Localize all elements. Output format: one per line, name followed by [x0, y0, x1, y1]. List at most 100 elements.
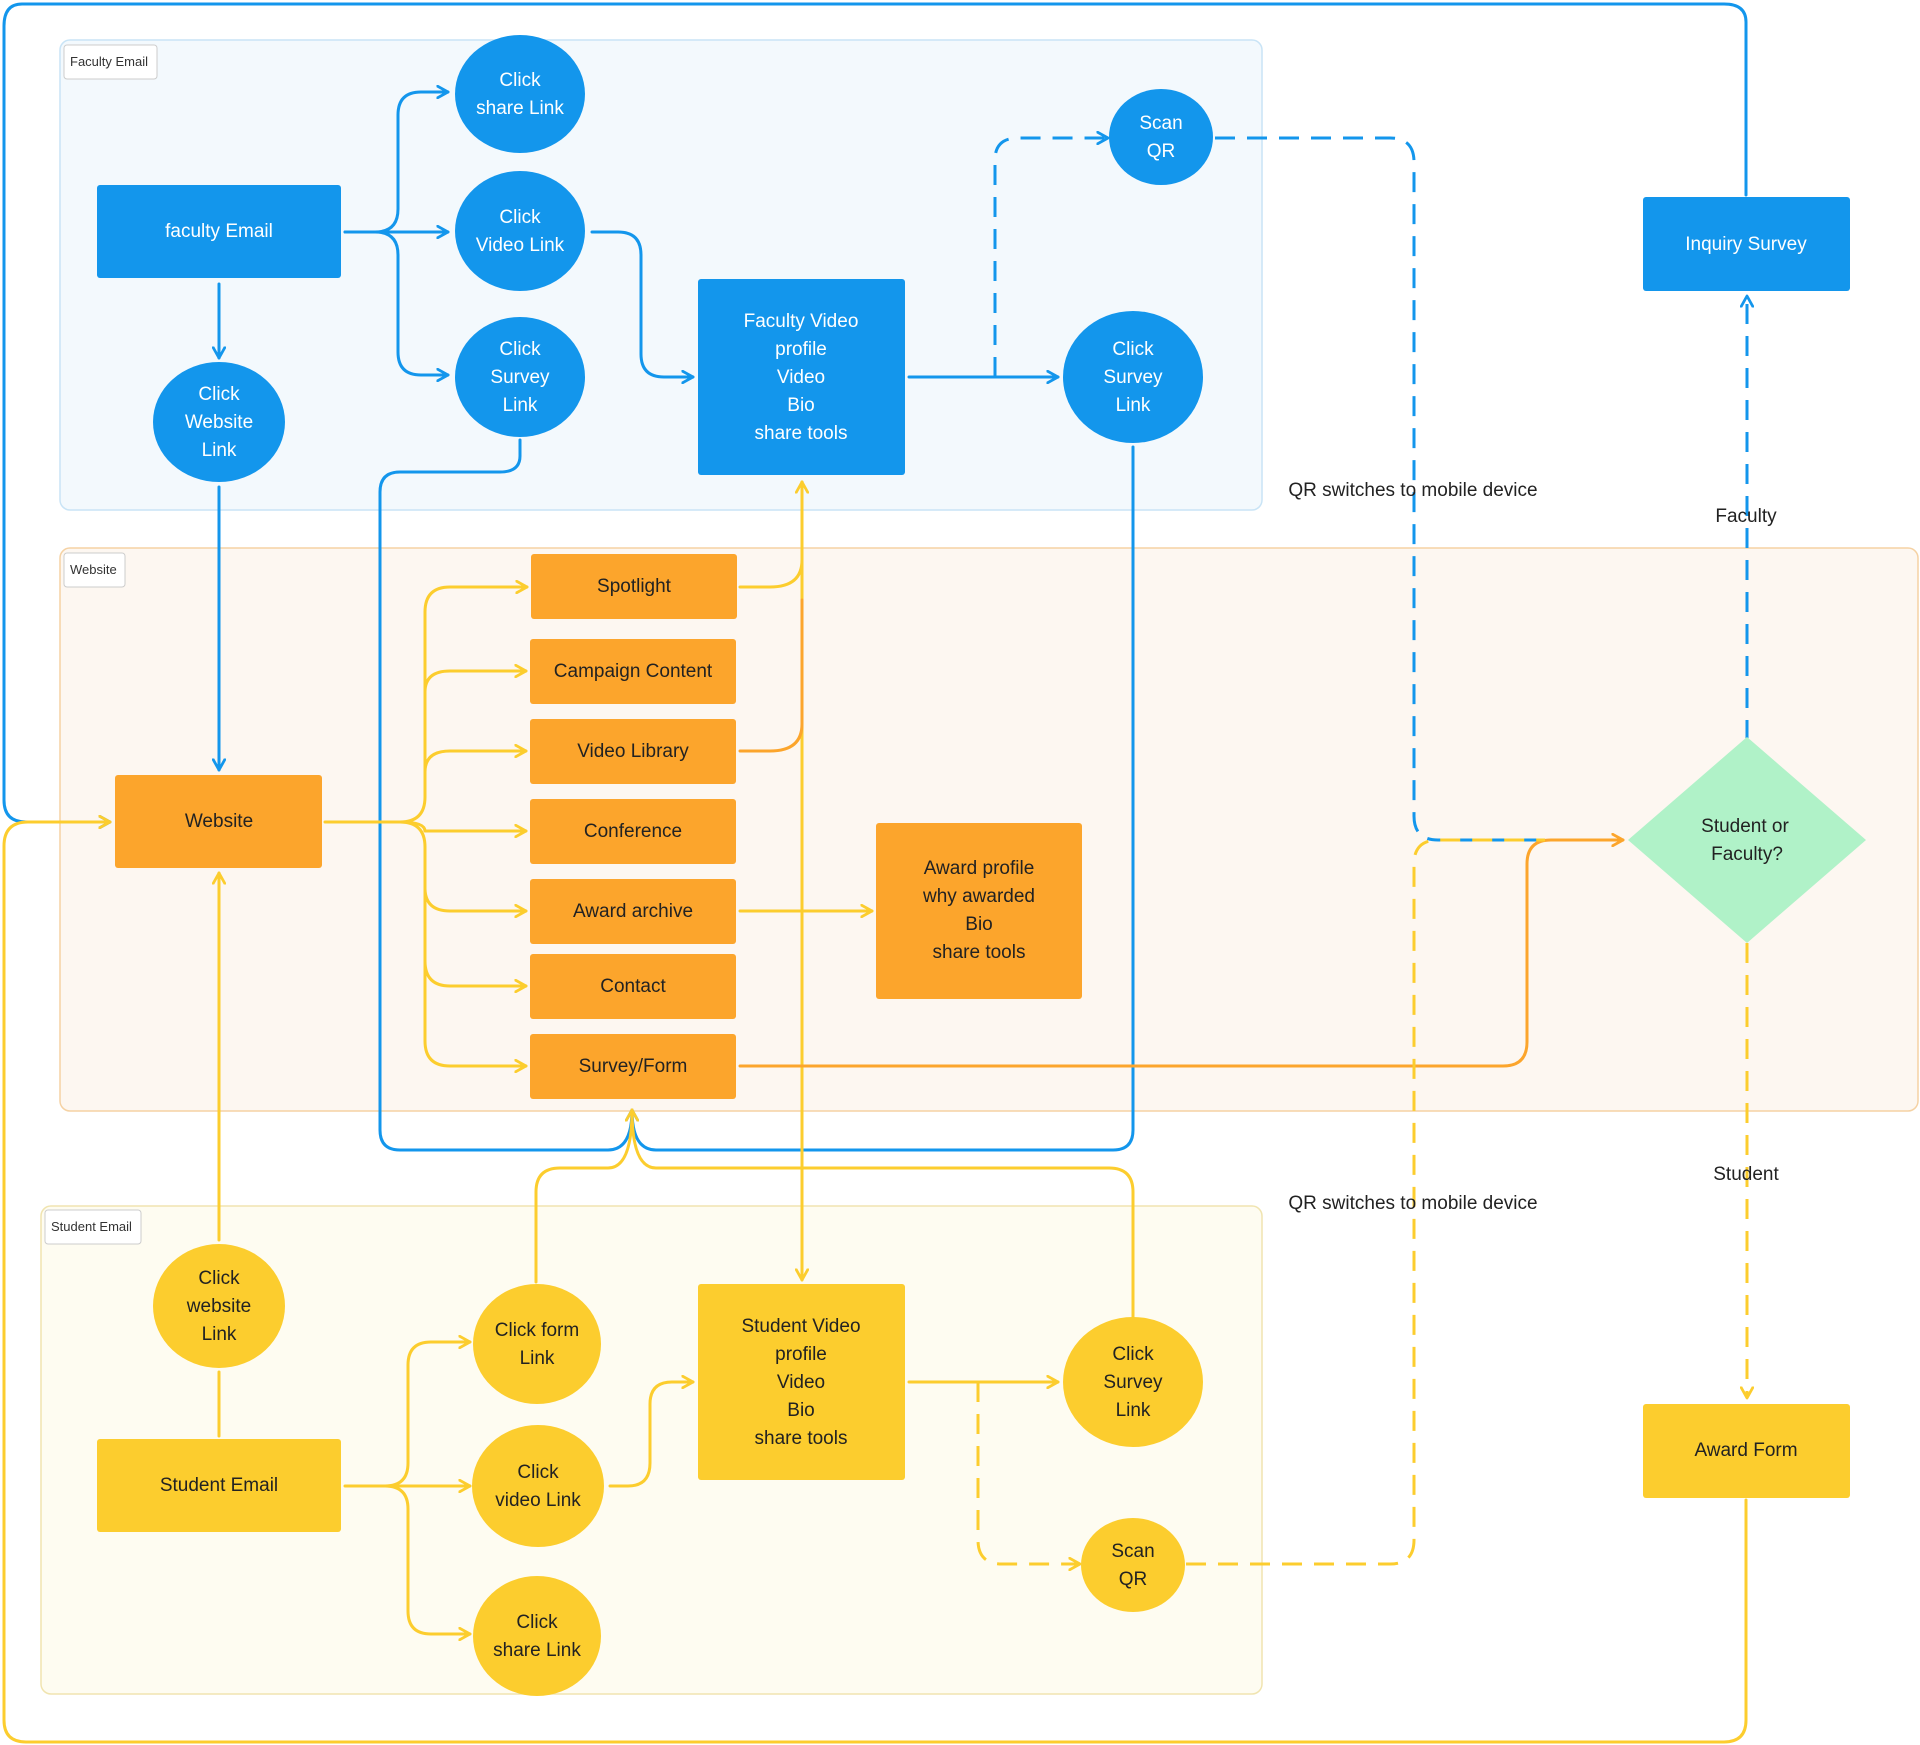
- node-faculty-survey-link-shape: [455, 317, 585, 437]
- connectors-yellow: [2, 480, 1748, 1744]
- conn-svideo-sprofile: [608, 1382, 695, 1488]
- node-student-email-label: Student Email: [160, 1475, 278, 1496]
- conn-sform-surveyform: [534, 1108, 632, 1284]
- node-inquiry-survey[interactable]: Inquiry Survey: [1643, 197, 1850, 291]
- node-website-shape: [115, 775, 322, 868]
- node-spotlight-label: Spotlight: [597, 576, 672, 597]
- conn-fe-survey: [373, 230, 450, 375]
- conn-website-videolibrary: [423, 751, 528, 774]
- node-student-or-faculty-shape: [1628, 737, 1866, 943]
- label-student-branch: Student: [1713, 1164, 1779, 1185]
- node-contact-label: Contact: [600, 976, 666, 997]
- node-campaign-content-shape: [530, 639, 736, 704]
- node-contact-shape: [530, 954, 736, 1019]
- conn-awardform-website: [2, 822, 1748, 1744]
- node-conference[interactable]: Conference: [530, 799, 736, 864]
- node-student-survey-link-shape: [1063, 1317, 1203, 1447]
- conn-website-surveyform: [423, 959, 528, 1066]
- conn-scan-decision: [1215, 136, 1545, 842]
- node-contact[interactable]: Contact: [530, 954, 736, 1019]
- node-faculty-website-link-shape: [153, 362, 285, 482]
- conn-profile-scan: [993, 138, 1108, 377]
- node-faculty-scan-qr-shape: [1109, 89, 1213, 185]
- group-student-email-tag: [44, 1209, 142, 1245]
- node-award-form-shape: [1643, 1404, 1850, 1498]
- connectors-yellow-dashed: [976, 838, 1747, 1566]
- node-campaign-content-label: Campaign Content: [554, 661, 713, 682]
- node-award-form[interactable]: Award Form: [1643, 1404, 1850, 1498]
- node-award-profile-shape: [876, 823, 1082, 999]
- node-award-archive-label: Award archive: [573, 901, 693, 922]
- label-qr-switch-top: QR switches to mobile device: [1288, 480, 1537, 501]
- conn-inquiry-website: [2, 2, 1748, 822]
- node-conference-shape: [530, 799, 736, 864]
- conn-website-campaign: [423, 671, 528, 694]
- node-campaign-content[interactable]: Campaign Content: [530, 639, 736, 704]
- node-award-form-label: Award Form: [1694, 1440, 1797, 1461]
- node-student-email-shape: [97, 1439, 341, 1532]
- node-student-video-link-shape: [472, 1425, 604, 1547]
- node-faculty-email-label: faculty Email: [165, 221, 273, 242]
- node-website-label: Website: [185, 811, 253, 832]
- conn-fsurvey2-surveyform: [630, 445, 1135, 1152]
- conn-sscan-decision: [1186, 838, 1545, 1566]
- conn-website-spotlight: [323, 587, 529, 824]
- node-student-email[interactable]: Student Email: [97, 1439, 341, 1532]
- node-inquiry-survey-label: Inquiry Survey: [1685, 234, 1807, 255]
- node-inquiry-survey-shape: [1643, 197, 1850, 291]
- node-survey-form-shape: [530, 1034, 736, 1099]
- connectors-blue-dashed: [993, 136, 1747, 842]
- conn-video-profile: [590, 230, 695, 377]
- node-faculty-video-link-shape: [455, 171, 585, 291]
- group-website-tag: [63, 552, 126, 588]
- node-spotlight[interactable]: Spotlight: [531, 554, 737, 619]
- connectors-blue: [2, 2, 1748, 1152]
- node-student-share-link-shape: [473, 1576, 601, 1696]
- node-video-library[interactable]: Video Library: [530, 719, 736, 784]
- conn-semail-form: [383, 1342, 472, 1488]
- conn-videolibrary-fprofile: [738, 598, 804, 753]
- node-faculty-share-link-shape: [455, 35, 585, 153]
- node-website[interactable]: Website: [115, 775, 322, 868]
- conn-fsurvey-surveyform: [378, 438, 632, 1152]
- group-faculty-email-area: [59, 39, 1263, 511]
- node-student-video-profile-shape: [698, 1284, 905, 1480]
- conn-ssurvey-surveyform: [630, 1108, 1135, 1319]
- node-student-website-link-shape: [153, 1244, 285, 1368]
- node-faculty-email[interactable]: faculty Email: [97, 185, 341, 278]
- label-qr-switch-bottom: QR switches to mobile device: [1288, 1193, 1537, 1214]
- node-survey-form[interactable]: Survey/Form: [530, 1034, 736, 1099]
- node-survey-form-label: Survey/Form: [579, 1056, 688, 1077]
- node-award-archive[interactable]: Award archive: [530, 879, 736, 944]
- node-spotlight-shape: [531, 554, 737, 619]
